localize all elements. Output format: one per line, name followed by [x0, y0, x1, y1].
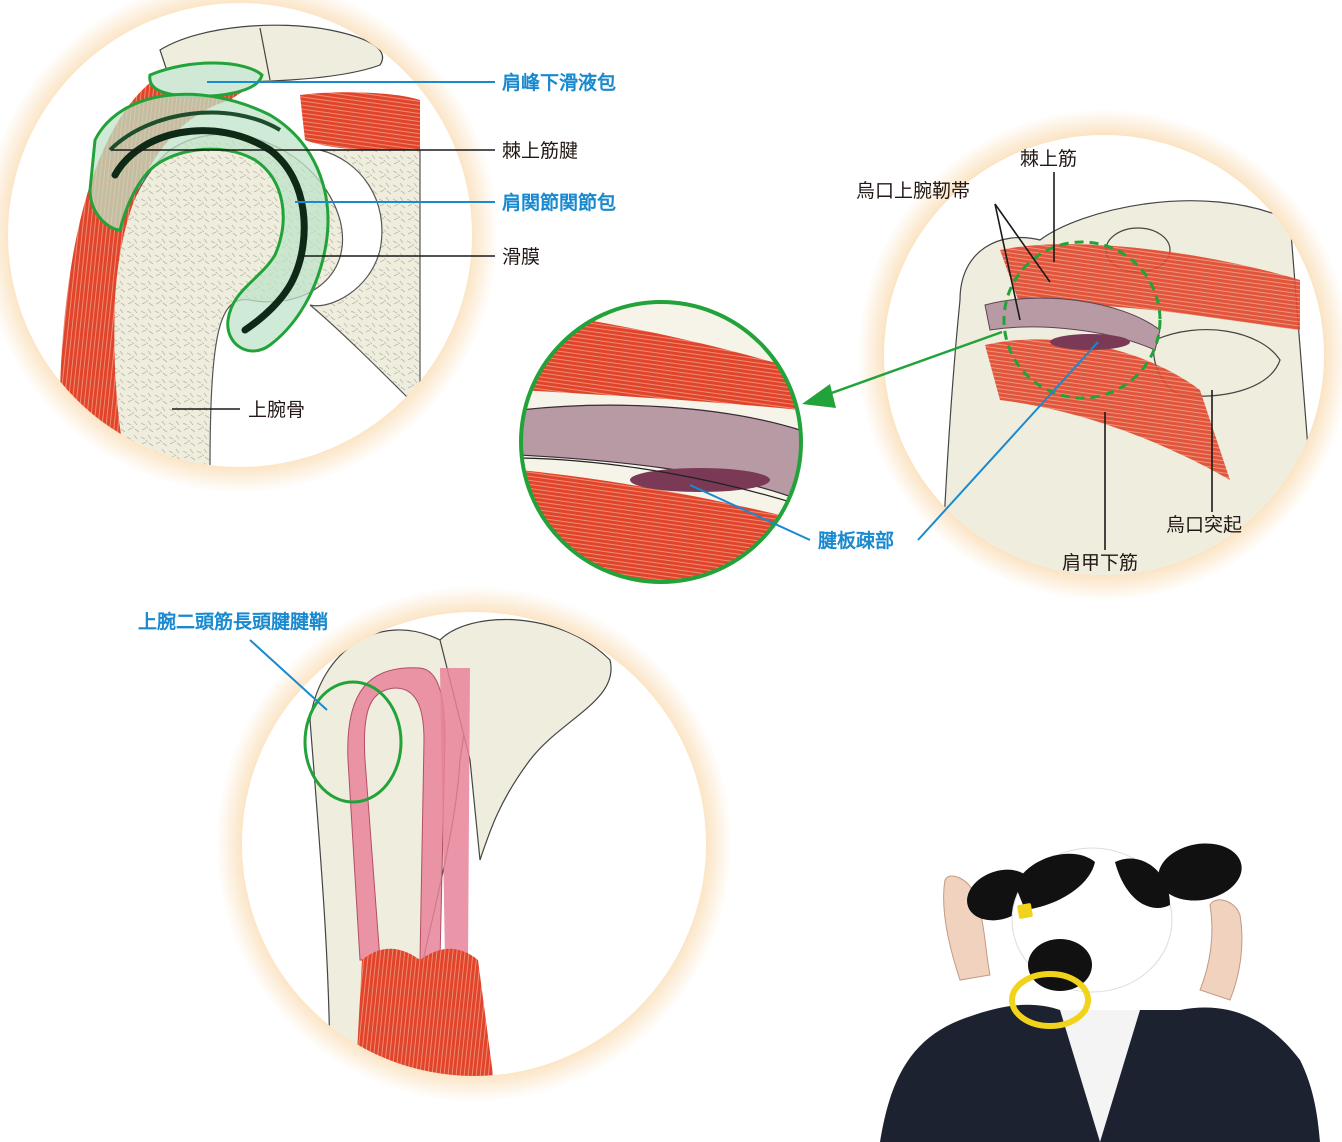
- label-subscapularis: 肩甲下筋: [1062, 552, 1138, 574]
- biceps-panel: [216, 586, 732, 1102]
- supraspinatus-muscle-section: [300, 92, 420, 150]
- label-supraspinatus: 棘上筋: [1020, 148, 1077, 170]
- label-synovium: 滑膜: [502, 246, 540, 268]
- zoom-panel: [520, 299, 802, 590]
- label-joint-capsule: 肩関節関節包: [502, 192, 616, 214]
- label-humerus: 上腕骨: [248, 399, 305, 421]
- cow-mask-icon: [880, 837, 1320, 1142]
- zoom-rotator-interval: [630, 468, 770, 492]
- ear-tag: [1017, 903, 1033, 919]
- label-rotator-interval: 腱板疎部: [818, 530, 894, 552]
- rotator-interval-dark: [1050, 334, 1130, 350]
- right-hand: [1200, 900, 1242, 1000]
- zoom-arrow-head: [802, 384, 836, 408]
- label-subacromial-bursa: 肩峰下滑液包: [502, 72, 616, 94]
- label-supraspinatus-tendon: 棘上筋腱: [502, 140, 578, 162]
- label-biceps-sheath: 上腕二頭筋長頭腱腱鞘: [138, 611, 328, 633]
- biceps-short-head-tendon: [440, 668, 470, 960]
- label-coracoid-process: 烏口突起: [1166, 514, 1242, 536]
- label-coracohumeral-ligament: 烏口上腕靭帯: [856, 180, 970, 202]
